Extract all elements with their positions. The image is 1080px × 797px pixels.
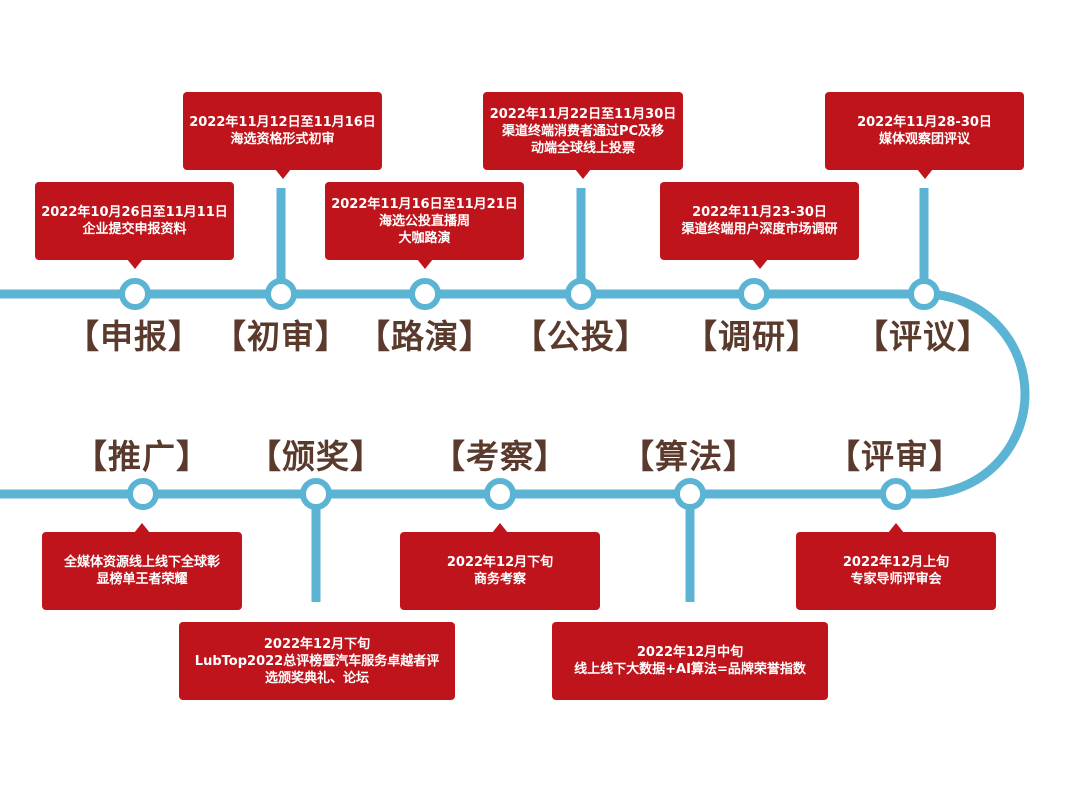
node-chushen <box>265 278 297 310</box>
stage-box-kaocha: 2022年12月下旬 商务考察 <box>400 523 600 610</box>
stage-label-pingyi: 【评议】 <box>855 317 991 356</box>
node-tuiguang <box>127 478 159 510</box>
stage-desc: 显榜单王者荣耀 <box>96 572 188 587</box>
stage-label-kaocha: 【考察】 <box>432 437 568 476</box>
stage-desc: LubTop2022总评榜暨汽车服务卓越者评 <box>194 653 440 669</box>
stage-date: 2022年12月下旬 <box>446 555 554 570</box>
stage-desc: 线上线下大数据+AI算法=品牌荣誉指数 <box>574 662 806 677</box>
node-pingshen <box>880 478 912 510</box>
stage-desc: 海选公投直播周 <box>378 213 470 229</box>
stage-desc: 商务考察 <box>473 572 526 587</box>
node-suanfa <box>674 478 706 510</box>
stage-date: 2022年10月26日至11月11日 <box>41 205 228 220</box>
stage-desc: 企业提交申报资料 <box>82 222 187 237</box>
stage-date: 2022年11月23-30日 <box>692 205 827 220</box>
node-gongtou <box>565 278 597 310</box>
stage-box-pingshen: 2022年12月上旬 专家导师评审会 <box>796 523 996 610</box>
stage-box-luyan: 2022年11月16日至11月21日 海选公投直播周 大咖路演 <box>325 182 524 269</box>
stage-label-shenbao: 【申报】 <box>66 317 202 356</box>
stage-box-banjiang: 2022年12月下旬 LubTop2022总评榜暨汽车服务卓越者评 选颁奖典礼、… <box>179 622 455 700</box>
stage-desc: 渠道终端消费者通过PC及移 <box>501 123 665 139</box>
timeline-path <box>0 289 1030 499</box>
stage-label-diaoyan: 【调研】 <box>684 317 820 356</box>
stage-label-luyan: 【路演】 <box>357 317 493 356</box>
stage-date: 2022年11月22日至11月30日 <box>489 106 677 122</box>
stage-label-gongtou: 【公投】 <box>513 317 649 356</box>
stage-desc: 选颁奖典礼、论坛 <box>264 670 369 686</box>
node-shenbao <box>119 278 151 310</box>
node-diaoyan <box>738 278 770 310</box>
stage-label-suanfa: 【算法】 <box>621 437 757 476</box>
stage-box-suanfa: 2022年12月中旬 线上线下大数据+AI算法=品牌荣誉指数 <box>552 622 828 700</box>
stage-box-chushen: 2022年11月12日至11月16日 海选资格形式初审 <box>183 92 382 179</box>
node-luyan <box>409 278 441 310</box>
stage-desc: 渠道终端用户深度市场调研 <box>681 222 838 237</box>
stage-date: 2022年11月12日至11月16日 <box>189 115 376 130</box>
stage-date: 2022年11月16日至11月21日 <box>331 196 518 212</box>
stage-desc: 专家导师评审会 <box>850 572 942 587</box>
stage-desc: 海选资格形式初审 <box>230 132 335 147</box>
node-kaocha <box>484 478 516 510</box>
stage-label-tuiguang: 【推广】 <box>74 437 210 476</box>
stage-desc: 全媒体资源线上线下全球彰 <box>63 555 220 570</box>
stage-desc: 媒体观察团评议 <box>878 132 970 147</box>
stage-box-shenbao: 2022年10月26日至11月11日 企业提交申报资料 <box>35 182 234 269</box>
stage-desc: 动端全球线上投票 <box>530 140 635 156</box>
stage-date: 2022年11月28-30日 <box>857 115 992 130</box>
stage-label-chushen: 【初审】 <box>213 317 349 356</box>
stage-desc: 大咖路演 <box>398 230 451 246</box>
node-banjiang <box>300 478 332 510</box>
stage-box-gongtou: 2022年11月22日至11月30日 渠道终端消费者通过PC及移 动端全球线上投… <box>483 92 683 179</box>
stage-box-pingyi: 2022年11月28-30日 媒体观察团评议 <box>825 92 1024 179</box>
stage-date: 2022年12月中旬 <box>636 645 744 660</box>
stage-label-banjiang: 【颁奖】 <box>248 437 384 476</box>
node-pingyi <box>908 278 940 310</box>
stage-box-diaoyan: 2022年11月23-30日 渠道终端用户深度市场调研 <box>660 182 859 269</box>
stage-date: 2022年12月下旬 <box>263 636 371 652</box>
stage-label-pingshen: 【评审】 <box>827 437 963 476</box>
stage-box-tuiguang: 全媒体资源线上线下全球彰 显榜单王者荣耀 <box>42 523 242 610</box>
stage-date: 2022年12月上旬 <box>842 555 950 570</box>
